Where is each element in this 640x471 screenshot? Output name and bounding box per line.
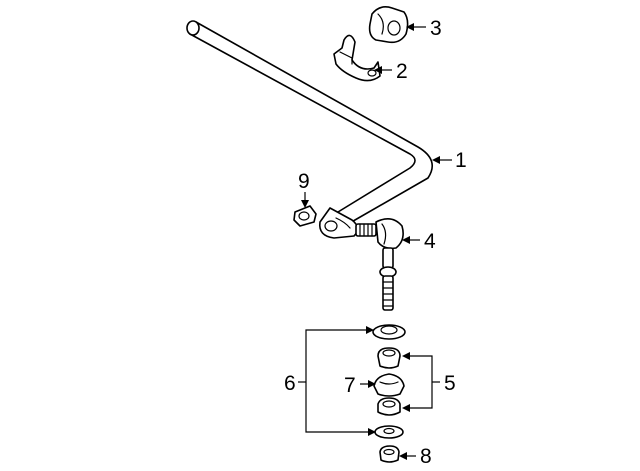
callout-6: 6 bbox=[284, 372, 296, 395]
leader-lines bbox=[298, 23, 452, 460]
nut[interactable] bbox=[293, 205, 317, 227]
stabilizer-link[interactable] bbox=[355, 218, 404, 311]
upper-retainer[interactable] bbox=[372, 324, 406, 340]
callout-5: 5 bbox=[444, 372, 456, 395]
upper-cushion[interactable] bbox=[377, 347, 401, 369]
stabilizer-bar[interactable] bbox=[186, 20, 434, 239]
callout-8: 8 bbox=[420, 445, 432, 468]
link-nut[interactable] bbox=[379, 445, 400, 463]
callout-4: 4 bbox=[424, 230, 436, 253]
callout-7: 7 bbox=[344, 374, 356, 397]
lower-retainer[interactable] bbox=[374, 425, 404, 439]
callout-2: 2 bbox=[396, 60, 408, 83]
bushing-bracket[interactable] bbox=[333, 34, 381, 82]
lower-cushion[interactable] bbox=[377, 397, 401, 416]
callout-3: 3 bbox=[430, 17, 442, 40]
center-spacer[interactable] bbox=[373, 373, 405, 397]
callout-9: 9 bbox=[298, 170, 310, 193]
stabilizer-bushing[interactable] bbox=[368, 6, 409, 44]
callout-1: 1 bbox=[455, 149, 467, 172]
